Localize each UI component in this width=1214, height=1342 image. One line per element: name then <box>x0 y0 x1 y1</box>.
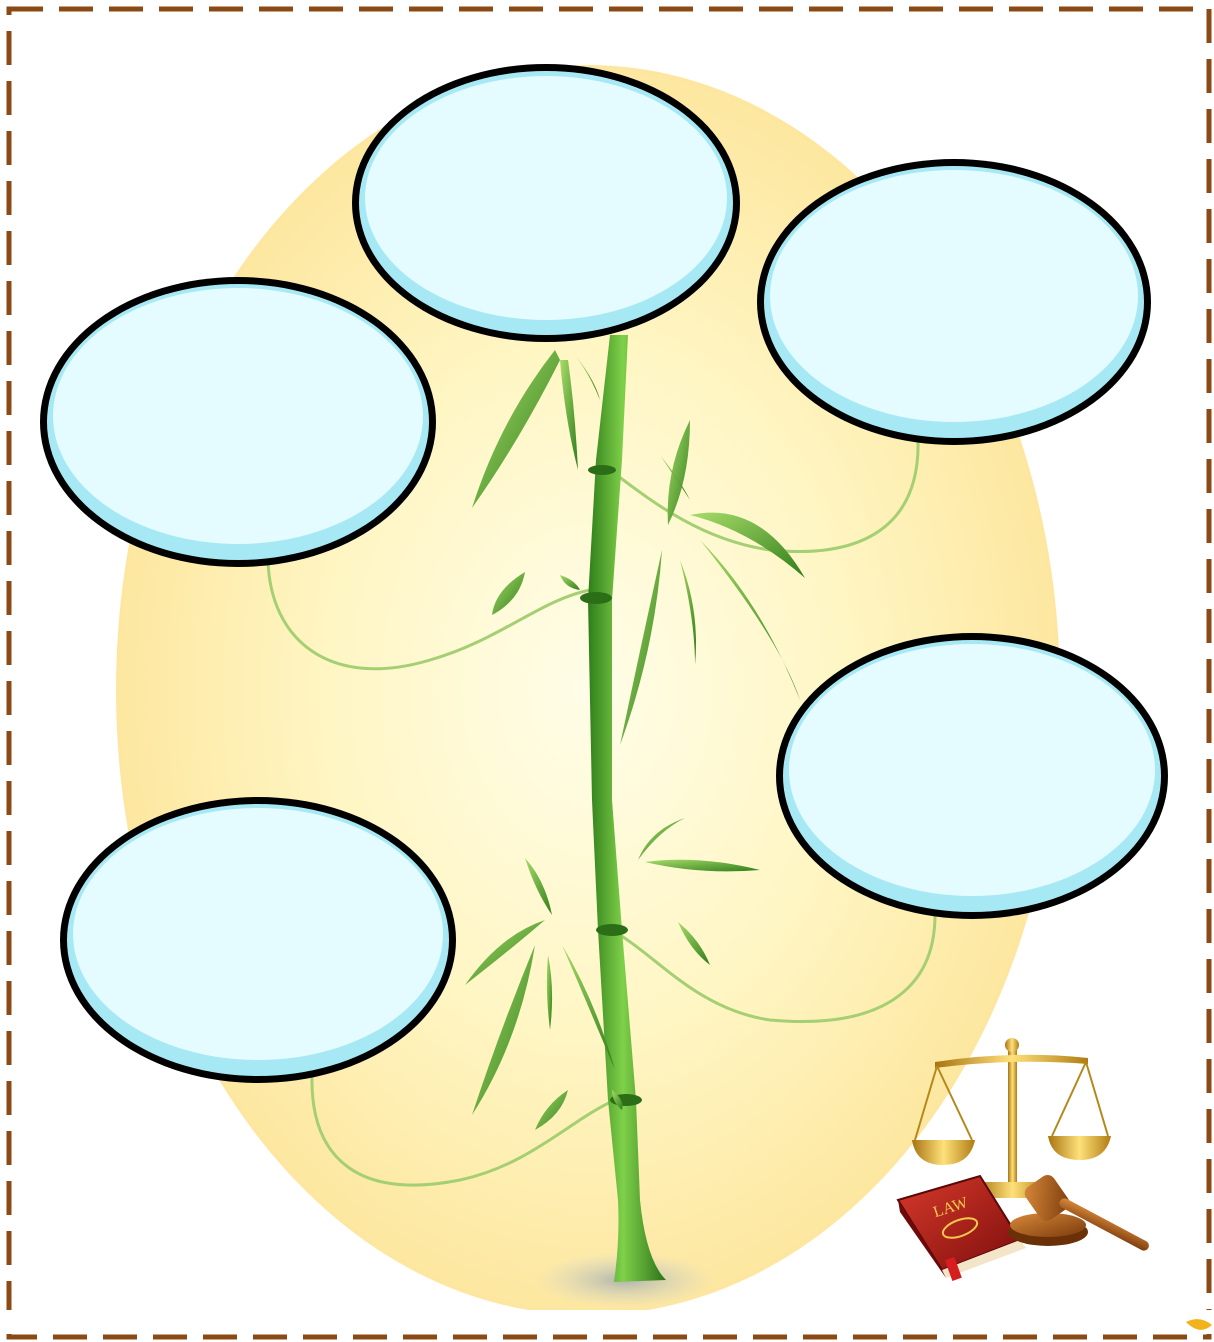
bamboo-node <box>596 924 628 936</box>
bubble-top[interactable] <box>352 64 740 342</box>
bubble-left[interactable] <box>40 277 436 567</box>
bamboo-node <box>588 465 616 475</box>
bubble-right[interactable] <box>776 633 1168 919</box>
bubble-top-right[interactable] <box>757 159 1151 445</box>
scales-of-justice-icon <box>912 1038 1111 1198</box>
bubble-bottom-left[interactable] <box>60 797 456 1083</box>
bamboo-node <box>580 592 612 604</box>
